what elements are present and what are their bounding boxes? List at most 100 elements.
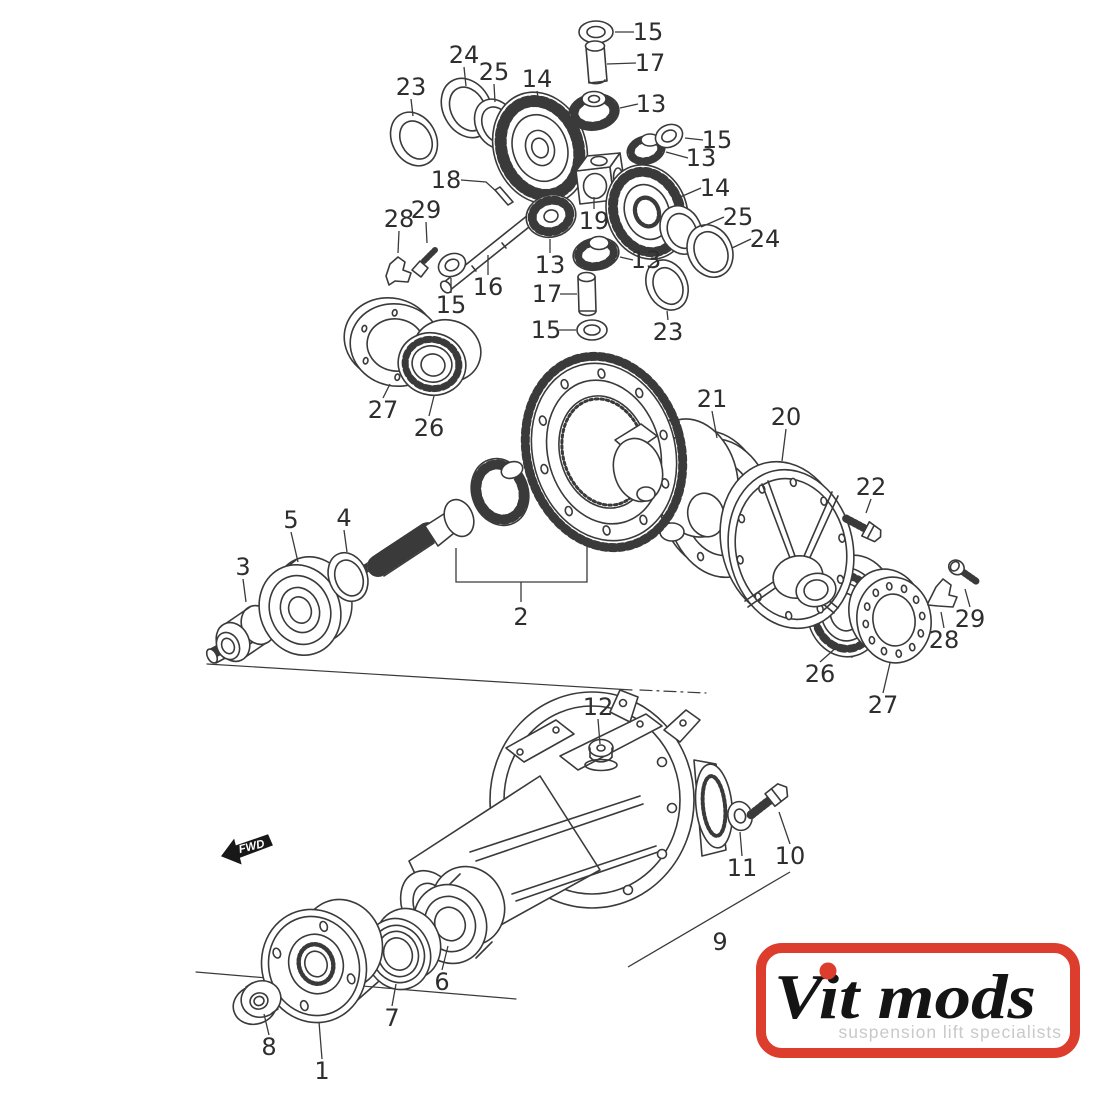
part-label-12: 12 <box>583 693 614 721</box>
part-leader-23 <box>410 98 414 117</box>
part-label-6: 6 <box>434 968 449 996</box>
part-label-24: 24 <box>449 41 480 69</box>
bolt-hole <box>863 602 871 611</box>
bolt-hole <box>885 581 893 591</box>
part-label-17: 17 <box>532 280 563 308</box>
part-leader-25 <box>493 83 496 103</box>
bolt-hole <box>560 378 569 390</box>
part-filler-plug-12 <box>584 738 618 772</box>
bolt-hole <box>862 619 870 629</box>
bolt-hole <box>820 496 828 506</box>
part-washer-23-right <box>645 259 689 311</box>
part-label-26: 26 <box>414 414 445 442</box>
part-label-17: 17 <box>635 49 666 77</box>
part-bearing-26-top <box>397 318 482 397</box>
part-label-28: 28 <box>929 626 960 654</box>
part-label-11: 11 <box>727 854 758 882</box>
part-label-2: 2 <box>513 603 528 631</box>
part-leader-4 <box>343 529 348 553</box>
part-lock-ring-27-right <box>848 568 932 664</box>
part-lock-washer-28-right <box>927 578 958 608</box>
part-lock-washer-28-top <box>385 256 412 286</box>
part-label-16: 16 <box>473 273 504 301</box>
part-label-25: 25 <box>479 58 510 86</box>
bolt-hole <box>836 574 845 585</box>
part-bolt-10 <box>746 783 789 820</box>
part-label-10: 10 <box>775 842 806 870</box>
part-lock-pin-18 <box>494 186 514 206</box>
bolt-hole <box>868 635 876 645</box>
part-leader-29 <box>964 588 971 608</box>
bolt-hole <box>696 551 705 562</box>
fwd-arrow-icon <box>221 834 273 865</box>
part-leader-22 <box>865 498 872 514</box>
part-leader-17 <box>606 62 637 65</box>
part-label-15: 15 <box>633 18 664 46</box>
part-leader-12 <box>597 718 601 745</box>
part-label-28: 28 <box>384 205 415 233</box>
bolt-hole <box>838 533 846 543</box>
part-label-23: 23 <box>653 318 684 346</box>
part-label-27: 27 <box>368 396 399 424</box>
part-leader-14 <box>677 187 702 199</box>
bolt-hole <box>540 463 549 475</box>
part-leader-28 <box>940 611 945 629</box>
part-label-19: 19 <box>579 207 610 235</box>
part-label-4: 4 <box>336 504 351 532</box>
part-pinion-nut-3 <box>215 604 276 663</box>
part-thrust-washer-15-right <box>654 123 684 149</box>
part-ring-24-right <box>686 224 734 278</box>
bolt-hole <box>789 477 798 488</box>
part-washer-15-on-shaft <box>437 252 467 278</box>
part-bearing-6 <box>412 865 506 965</box>
part-pinion-gear-13-top <box>568 90 620 131</box>
part-leader-13 <box>619 103 639 109</box>
part-label-14: 14 <box>700 174 731 202</box>
bolt-hole <box>918 611 926 621</box>
logo-tagline: suspension lift specialists <box>839 1022 1062 1042</box>
part-label-24: 24 <box>750 225 781 253</box>
bolt-hole <box>895 649 903 659</box>
axis-line-mid <box>206 663 633 691</box>
part-label-15: 15 <box>436 291 467 319</box>
part-leader-13 <box>619 256 634 261</box>
part-pin-17-top <box>584 40 608 85</box>
part-label-20: 20 <box>771 403 802 431</box>
part-leader-23 <box>666 310 669 321</box>
part-label-18: 18 <box>431 166 462 194</box>
part-label-29: 29 <box>955 605 986 633</box>
bolt-hole <box>272 947 282 959</box>
part-leader-26 <box>428 395 435 417</box>
part-flange-nut-8 <box>232 979 282 1026</box>
part-pin-17-bottom <box>577 271 597 317</box>
bolt-hole <box>319 920 329 933</box>
part-label-8: 8 <box>261 1033 276 1061</box>
fwd-arrow-label: FWD <box>238 838 266 856</box>
part-thrust-washer-15-top <box>578 20 614 44</box>
part-label-13: 13 <box>631 246 662 274</box>
part-label-15: 15 <box>702 126 733 154</box>
bolt-hole <box>912 595 920 605</box>
bolt-hole <box>564 505 573 517</box>
bolt-hole <box>736 555 744 565</box>
part-bolt-22 <box>842 514 882 543</box>
part-leader-11 <box>739 831 743 857</box>
part-leader-9 <box>627 871 791 968</box>
part-label-15: 15 <box>531 316 562 344</box>
part-label-13: 13 <box>636 90 667 118</box>
part-ring-gear <box>520 351 688 553</box>
bolt-hole <box>299 999 309 1012</box>
part-leader-15 <box>684 137 704 141</box>
part-label-23: 23 <box>396 73 427 101</box>
part-leader-13 <box>665 151 689 159</box>
part-washer-23-left <box>389 111 439 167</box>
part-label-13: 13 <box>686 144 717 172</box>
bolt-hole <box>597 368 606 379</box>
bolt-hole <box>917 629 925 638</box>
bolt-hole <box>639 514 648 526</box>
fwd-arrow: FWD <box>221 834 273 865</box>
logo-border <box>756 943 1080 1058</box>
bolt-hole <box>908 642 916 652</box>
